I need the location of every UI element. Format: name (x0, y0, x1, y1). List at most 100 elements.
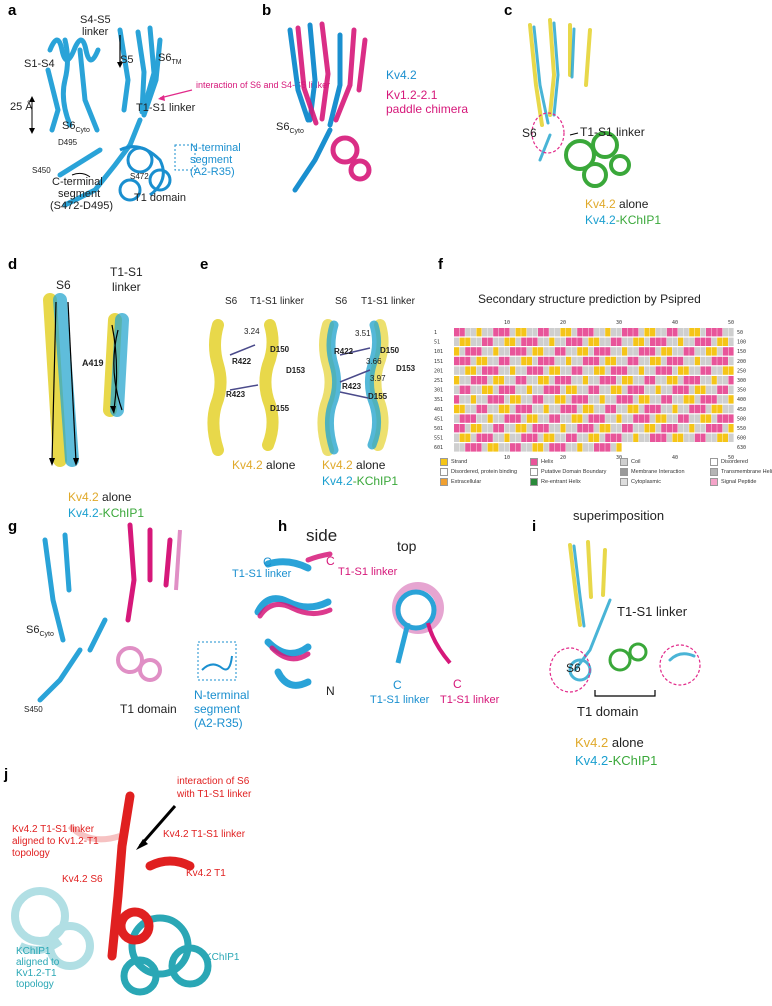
psipred-residue-cell (515, 356, 521, 366)
psipred-residue-cell (465, 395, 471, 404)
alone-legend-d: Kv4.2 alone (68, 490, 132, 504)
s6cyto-label-g: S6Cyto (26, 624, 54, 639)
psipred-row-start: 501 (434, 426, 443, 432)
psipred-residue-cell (510, 395, 516, 404)
psipred-row-start: 351 (434, 397, 443, 403)
psipred-residue-cell (672, 414, 678, 423)
psipred-residue-cell (610, 328, 616, 337)
psipred-residue-cell (706, 376, 712, 385)
psipred-residue-cell (459, 414, 465, 423)
kchip-legend-d: Kv4.2-KChIP1 (68, 506, 145, 520)
psipred-residue-cell (538, 328, 544, 337)
psipred-residue-cell (672, 356, 678, 366)
psipred-residue-cell (504, 385, 510, 394)
side-view-label: side (306, 526, 338, 545)
psipred-residue-cell (700, 376, 706, 385)
s4s5-linker-label: linker (82, 26, 109, 38)
legend-swatch (530, 458, 538, 466)
psipred-residue-cell (521, 404, 527, 414)
psipred-residue-cell (515, 337, 521, 346)
psipred-residue-cell (711, 376, 717, 385)
psipred-residue-cell (510, 328, 516, 337)
nterm-g-2: segment (194, 702, 241, 716)
psipred-residue-cell (650, 366, 656, 375)
psipred-residue-cell (510, 366, 516, 375)
psipred-residue-cell (543, 356, 549, 366)
psipred-residue-cell (610, 347, 616, 356)
psipred-residue-cell (633, 328, 639, 337)
psipred-residue-cell (616, 424, 622, 433)
psipred-residue-cell (728, 347, 734, 356)
psipred-residue-cell (694, 424, 700, 433)
psipred-residue-cell (627, 424, 633, 433)
psipred-row-end: 400 (737, 397, 746, 403)
psipred-row-end: 150 (737, 349, 746, 355)
psipred-residue-cell (694, 376, 700, 385)
psipred-residue-cell (543, 366, 549, 375)
psipred-residue-cell (644, 328, 650, 337)
psipred-residue-cell (728, 404, 734, 414)
psipred-residue-cell (627, 328, 633, 337)
psipred-residue-cell (722, 376, 728, 385)
psipred-residue-cell (722, 404, 728, 414)
legend-label: Coil (631, 459, 641, 465)
psipred-residue-cell (588, 337, 594, 346)
psipred-residue-cell (622, 395, 628, 404)
psipred-residue-cell (728, 366, 734, 375)
psipred-residue-cell (722, 395, 728, 404)
psipred-residue-cell (650, 395, 656, 404)
psipred-residue-cell (560, 356, 566, 366)
psipred-residue-cell (526, 443, 532, 452)
psipred-residue-cell (666, 337, 672, 346)
psipred-residue-cell (504, 404, 510, 414)
psipred-residue-cell (655, 366, 661, 375)
psipred-residue-cell (661, 424, 667, 433)
panel-h-side-structure (254, 551, 333, 689)
psipred-residue-cell (476, 414, 482, 423)
psipred-residue-cell (554, 424, 560, 433)
psipred-residue-cell (470, 337, 476, 346)
h-t1s1-mag-side: T1-S1 linker (338, 566, 398, 578)
psipred-residue-cell (549, 385, 555, 394)
psipred-residue-cell (526, 433, 532, 442)
psipred-residue-cell (638, 328, 644, 337)
psipred-residue-cell (521, 414, 527, 423)
psipred-residue-cell (476, 443, 482, 452)
psipred-residue-cell (610, 414, 616, 423)
psipred-residue-cell (678, 328, 684, 337)
psipred-residue-cell (706, 328, 712, 337)
psipred-residue-cell (605, 414, 611, 423)
nterm-label-3: (A2-R35) (190, 166, 235, 178)
j-s6-label: Kv4.2 S6 (62, 874, 103, 885)
psipred-residue-cell (465, 385, 471, 394)
psipred-residue-cell (689, 385, 695, 394)
psipred-residue-cell (711, 433, 717, 442)
psipred-residue-cell (678, 414, 684, 423)
psipred-residue-cell (538, 414, 544, 423)
psipred-bottom-tick: 20 (560, 455, 566, 461)
psipred-top-tick: 20 (560, 320, 566, 326)
psipred-residue-cell (521, 356, 527, 366)
psipred-residue-cell (482, 404, 488, 414)
psipred-residue-cell (549, 347, 555, 356)
psipred-residue-cell (543, 433, 549, 442)
psipred-residue-cell (465, 356, 471, 366)
psipred-residue-cell (605, 443, 611, 452)
psipred-residue-cell (610, 356, 616, 366)
psipred-legend-item: Cytoplasmic (620, 478, 661, 486)
psipred-residue-cell (538, 356, 544, 366)
psipred-residue-cell (566, 404, 572, 414)
psipred-residue-cell (577, 414, 583, 423)
e-linker-label-1: T1-S1 linker (250, 296, 304, 307)
s4s5-label: S4-S5 (80, 14, 111, 26)
psipred-residue-cell (493, 385, 499, 394)
psipred-residue-cell (532, 395, 538, 404)
psipred-residue-cell (711, 424, 717, 433)
psipred-residue-cell (683, 366, 689, 375)
psipred-residue-cell (465, 366, 471, 375)
psipred-residue-cell (577, 424, 583, 433)
psipred-residue-cell (655, 414, 661, 423)
psipred-residue-cell (487, 376, 493, 385)
psipred-residue-cell (459, 443, 465, 452)
psipred-residue-cell (515, 395, 521, 404)
